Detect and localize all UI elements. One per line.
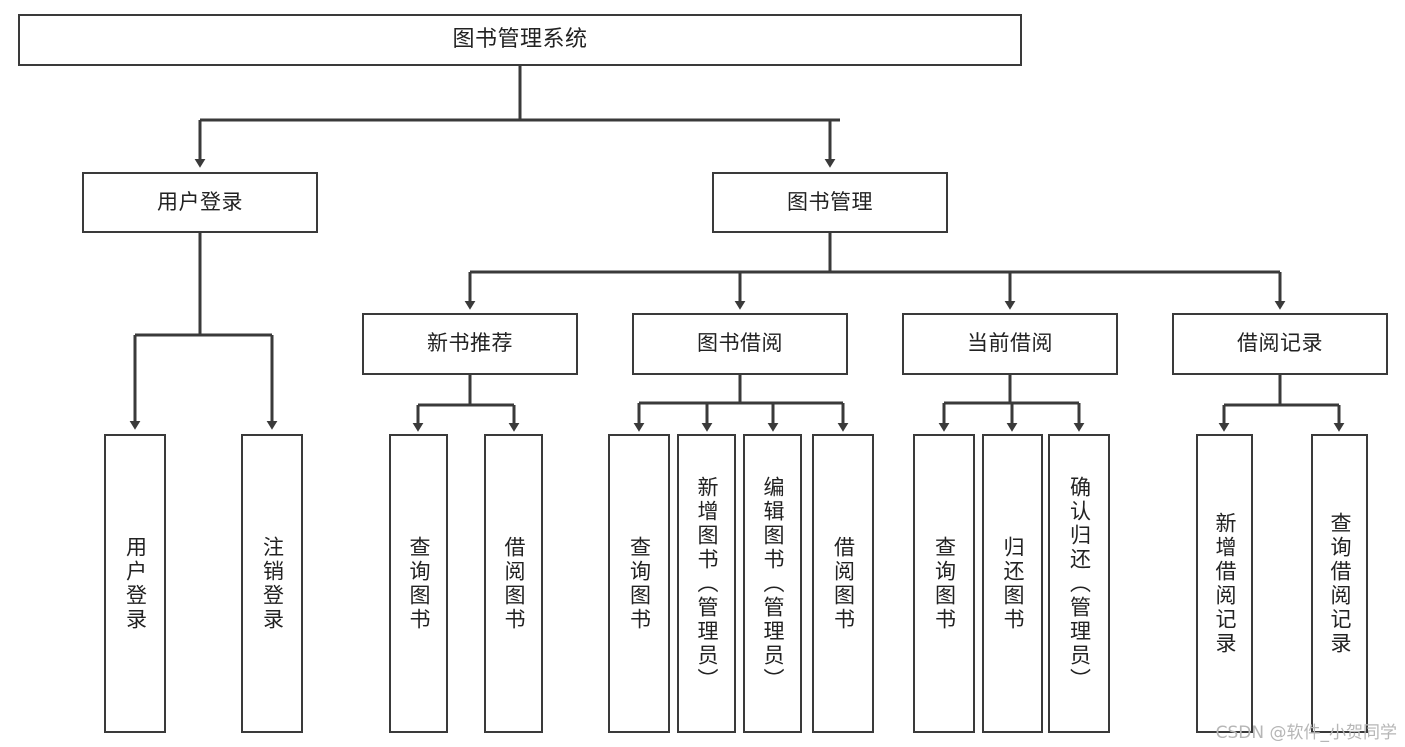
leaf-add-book-admin-label: 新增图书（管理员） <box>695 475 719 692</box>
leaf-query-borrow-record-label: 查询借阅记录 <box>1328 511 1352 656</box>
node-borrow-record[interactable]: 借阅记录 <box>1172 313 1388 375</box>
node-root-label: 图书管理系统 <box>452 26 588 52</box>
leaf-borrow-book-borrow-label: 借阅图书 <box>831 535 856 632</box>
leaf-user-login-label: 用户登录 <box>123 535 148 632</box>
leaf-query-book-borrow-label: 查询图书 <box>627 535 652 632</box>
leaf-edit-book-admin-label: 编辑图书（管理员） <box>761 475 785 692</box>
leaf-add-borrow-record[interactable]: 新增借阅记录 <box>1196 434 1253 733</box>
node-book-manage-label: 图书管理 <box>787 189 873 214</box>
leaf-borrow-book-new-recommend[interactable]: 借阅图书 <box>484 434 543 733</box>
leaf-query-book-current[interactable]: 查询图书 <box>913 434 975 733</box>
leaf-borrow-book-new-recommend-label: 借阅图书 <box>502 535 526 632</box>
leaf-edit-book-admin[interactable]: 编辑图书（管理员） <box>743 434 802 733</box>
leaf-add-book-admin[interactable]: 新增图书（管理员） <box>677 434 736 733</box>
leaf-query-book-new-recommend-label: 查询图书 <box>407 535 431 632</box>
csdn-watermark: CSDN @软件_小贺同学 <box>1215 723 1397 743</box>
node-root[interactable]: 图书管理系统 <box>18 14 1022 66</box>
leaf-query-borrow-record[interactable]: 查询借阅记录 <box>1311 434 1368 733</box>
leaf-query-book-borrow[interactable]: 查询图书 <box>608 434 670 733</box>
node-book-manage[interactable]: 图书管理 <box>712 172 948 233</box>
leaf-logout-label: 注销登录 <box>260 535 285 632</box>
leaf-confirm-return-admin-label: 确认归还（管理员） <box>1067 475 1092 692</box>
node-borrow-record-label: 借阅记录 <box>1237 331 1323 356</box>
leaf-return-book-label: 归还图书 <box>1001 535 1025 632</box>
leaf-borrow-book-borrow[interactable]: 借阅图书 <box>812 434 874 733</box>
node-book-borrow-label: 图书借阅 <box>697 331 783 356</box>
leaf-confirm-return-admin[interactable]: 确认归还（管理员） <box>1048 434 1110 733</box>
node-current-borrow-label: 当前借阅 <box>967 331 1053 356</box>
node-book-borrow[interactable]: 图书借阅 <box>632 313 848 375</box>
node-current-borrow[interactable]: 当前借阅 <box>902 313 1118 375</box>
node-new-book-recommend[interactable]: 新书推荐 <box>362 313 578 375</box>
leaf-return-book[interactable]: 归还图书 <box>982 434 1043 733</box>
leaf-logout[interactable]: 注销登录 <box>241 434 303 733</box>
leaf-query-book-current-label: 查询图书 <box>932 535 957 632</box>
node-user-login-label: 用户登录 <box>157 189 243 214</box>
node-user-login[interactable]: 用户登录 <box>82 172 318 233</box>
node-new-book-recommend-label: 新书推荐 <box>427 331 513 356</box>
leaf-user-login[interactable]: 用户登录 <box>104 434 166 733</box>
leaf-query-book-new-recommend[interactable]: 查询图书 <box>389 434 448 733</box>
leaf-add-borrow-record-label: 新增借阅记录 <box>1213 511 1237 656</box>
